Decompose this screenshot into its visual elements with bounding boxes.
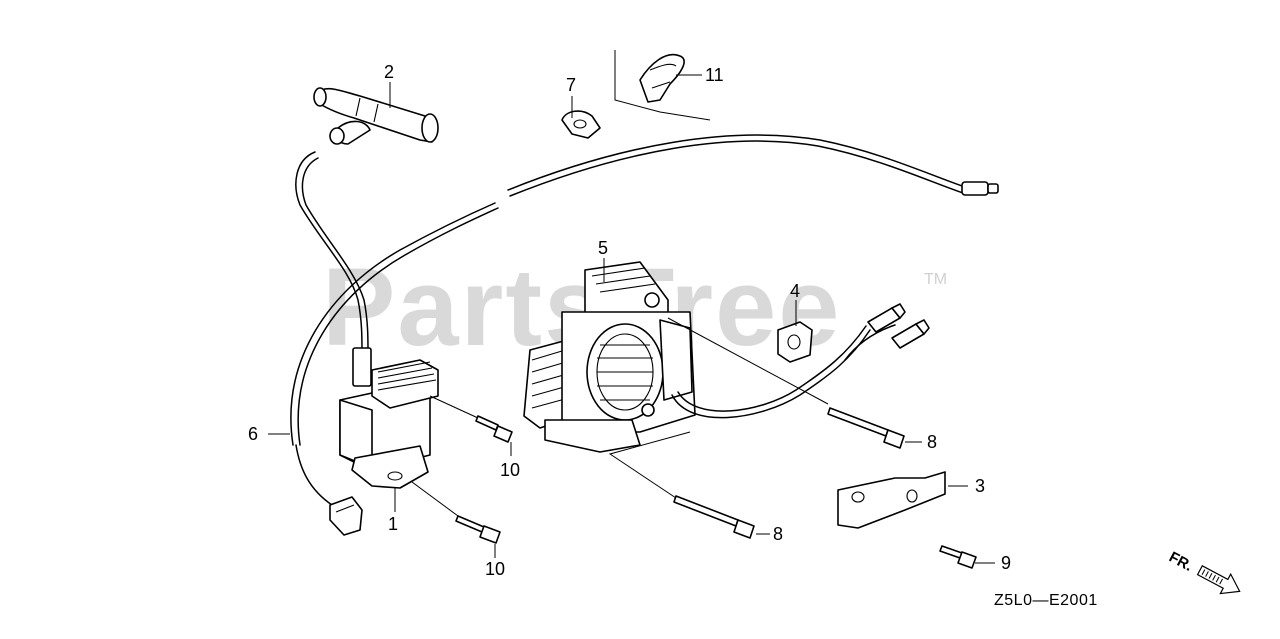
bolt-9 (939, 545, 977, 569)
callout-6: 6 (248, 424, 258, 444)
callout-9: 9 (1001, 553, 1011, 573)
wire-clip (561, 110, 601, 139)
high-tension-lead (295, 151, 372, 387)
callout-10-upper: 10 (500, 460, 520, 480)
callout-2: 2 (384, 62, 394, 82)
callout-8-bottom: 8 (773, 524, 783, 544)
spark-plug-cap (313, 87, 439, 145)
bolt-8-bottom (673, 495, 755, 539)
wire-band (614, 50, 711, 121)
callout-4: 4 (790, 281, 800, 301)
diagram-code: Z5L0—E2001 (994, 592, 1098, 609)
callout-5: 5 (598, 238, 608, 258)
callout-8-right: 8 (927, 432, 937, 452)
watermark-trademark: TM (924, 271, 947, 288)
ground-terminal (329, 496, 363, 536)
callout-3: 3 (975, 476, 985, 496)
grommet (777, 321, 813, 363)
callout-1: 1 (388, 514, 398, 534)
callout-10-lower: 10 (485, 559, 505, 579)
stator-coil (523, 261, 696, 453)
bolt-10-upper (475, 415, 513, 443)
bolt-10-lower (455, 515, 501, 544)
callout-11: 11 (705, 65, 724, 85)
long-wire (290, 134, 999, 506)
front-arrow-icon (1196, 565, 1241, 595)
ignition-coil (339, 359, 439, 489)
callout-7: 7 (566, 75, 576, 95)
callout-labels: 2 7 11 5 4 6 10 1 10 8 8 3 9 (248, 62, 1011, 579)
bracket (837, 471, 946, 529)
bolt-8-right (827, 407, 905, 449)
stator-wires (671, 303, 930, 419)
front-indicator: FR. (1166, 549, 1241, 595)
leader-lines (268, 74, 995, 564)
front-indicator-label: FR. (1166, 549, 1195, 575)
